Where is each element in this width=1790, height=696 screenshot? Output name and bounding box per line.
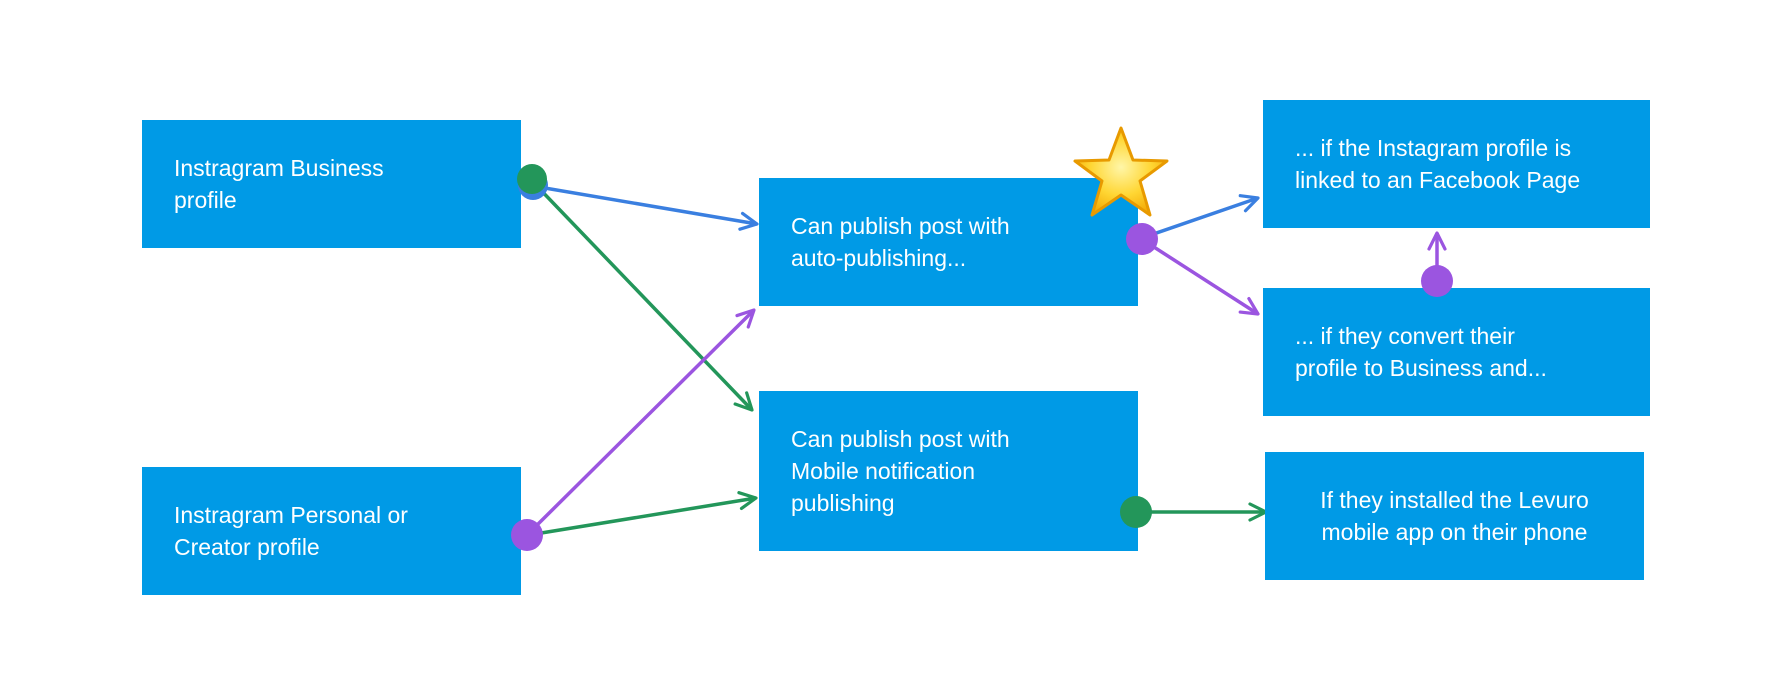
node-mobile-publishing-label: Can publish post with Mobile notificatio… [791,426,1010,516]
connector-personal-to-mobile[interactable] [528,491,758,537]
connector-auto-to-facebook[interactable] [1141,194,1260,240]
star-icon [1073,126,1169,217]
node-convert-business-label: ... if they convert their profile to Bus… [1295,323,1547,381]
node-installed-app[interactable]: If they installed the Levuro mobile app … [1265,452,1644,580]
node-auto-publishing-label: Can publish post with auto-publishing... [791,213,1010,271]
node-business-profile-label: Instragram Business profile [174,155,384,213]
node-auto-publishing[interactable]: Can publish post with auto-publishing... [759,178,1138,306]
connector-personal-to-auto[interactable] [527,308,756,535]
node-mobile-publishing[interactable]: Can publish post with Mobile notificatio… [759,391,1138,551]
node-linked-facebook[interactable]: ... if the Instagram profile is linked t… [1263,100,1650,228]
connector-business-to-mobile[interactable] [531,180,754,412]
node-personal-profile-label: Instragram Personal or Creator profile [174,502,408,560]
connector-auto-to-convert[interactable] [1142,238,1260,316]
node-installed-app-label: If they installed the Levuro mobile app … [1320,487,1589,545]
node-personal-profile[interactable]: Instragram Personal or Creator profile [142,467,521,595]
node-convert-business[interactable]: ... if they convert their profile to Bus… [1263,288,1650,416]
connector-business-to-auto[interactable] [532,184,759,231]
node-business-profile[interactable]: Instragram Business profile [142,120,521,248]
node-linked-facebook-label: ... if the Instagram profile is linked t… [1295,135,1581,193]
